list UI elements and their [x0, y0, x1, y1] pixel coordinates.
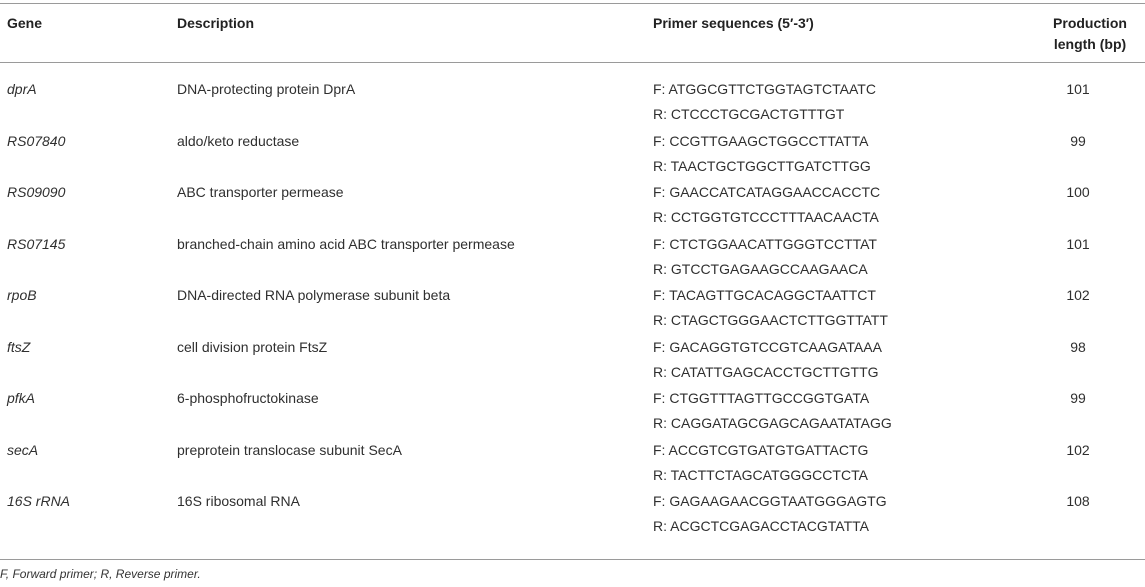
- reverse-primer: R: CCTGGTGTCCCTTTAACAACTA: [653, 209, 879, 225]
- production-length: 99: [1070, 390, 1086, 406]
- gene-description: aldo/keto reductase: [177, 133, 300, 149]
- gene-name: 16S rRNA: [7, 493, 71, 509]
- gene-description: branched-chain amino acid ABC transporte…: [177, 236, 515, 252]
- production-length: 102: [1066, 442, 1090, 458]
- reverse-primer: R: CTAGCTGGGAACTCTTGGTTATT: [653, 312, 888, 328]
- production-length: 100: [1066, 184, 1090, 200]
- table-top-rule: [0, 3, 1145, 4]
- reverse-primer: R: TACTTCTAGCATGGGCCTCTA: [653, 467, 868, 483]
- reverse-primer: R: CTCCCTGCGACTGTTTGT: [653, 106, 845, 122]
- forward-primer: F: GAACCATCATAGGAACCACCTC: [653, 184, 881, 200]
- gene-description: 6-phosphofructokinase: [177, 390, 319, 406]
- gene-description: cell division protein FtsZ: [177, 339, 328, 355]
- reverse-primer: R: TAACTGCTGGCTTGATCTTGG: [653, 158, 871, 174]
- gene-name: dprA: [7, 81, 37, 97]
- header-gene: Gene: [7, 15, 43, 31]
- reverse-primer: R: CAGGATAGCGAGCAGAATATAGG: [653, 415, 892, 431]
- gene-name: rpoB: [7, 287, 37, 303]
- header-production-length-line1: Production: [1053, 15, 1127, 31]
- production-length: 102: [1066, 287, 1090, 303]
- gene-name: RS09090: [7, 184, 66, 200]
- gene-name: secA: [7, 442, 39, 458]
- forward-primer: F: CCGTTGAAGCTGGCCTTATTA: [653, 133, 869, 149]
- gene-description: preprotein translocase subunit SecA: [177, 442, 402, 458]
- table-footnote: F, Forward primer; R, Reverse primer.: [0, 567, 201, 581]
- gene-description: DNA-protecting protein DprA: [177, 81, 356, 97]
- forward-primer: F: ATGGCGTTCTGGTAGTCTAATC: [653, 81, 876, 97]
- production-length: 101: [1066, 81, 1090, 97]
- reverse-primer: R: GTCCTGAGAAGCCAAGAACA: [653, 261, 868, 277]
- reverse-primer: R: CATATTGAGCACCTGCTTGTTG: [653, 364, 879, 380]
- reverse-primer: R: ACGCTCGAGACCTACGTATTA: [653, 518, 869, 534]
- production-length: 101: [1066, 236, 1090, 252]
- header-primer-sequences: Primer sequences (5′-3′): [653, 15, 814, 31]
- production-length: 99: [1070, 133, 1086, 149]
- gene-description: DNA-directed RNA polymerase subunit beta: [177, 287, 451, 303]
- header-description: Description: [177, 15, 255, 31]
- forward-primer: F: GAGAAGAACGGTAATGGGAGTG: [653, 493, 887, 509]
- gene-name: ftsZ: [7, 339, 31, 355]
- forward-primer: F: ACCGTCGTGATGTGATTACTG: [653, 442, 869, 458]
- gene-description: 16S ribosomal RNA: [177, 493, 300, 509]
- gene-name: RS07840: [7, 133, 66, 149]
- production-length: 108: [1066, 493, 1090, 509]
- gene-description: ABC transporter permease: [177, 184, 344, 200]
- forward-primer: F: GACAGGTGTCCGTCAAGATAAA: [653, 339, 882, 355]
- header-production-length-line2: length (bp): [1053, 36, 1127, 52]
- forward-primer: F: CTGGTTTAGTTGCCGGTGATA: [653, 390, 870, 406]
- table-header-rule: [0, 62, 1145, 63]
- gene-name: RS07145: [7, 236, 66, 252]
- production-length: 98: [1070, 339, 1086, 355]
- forward-primer: F: CTCTGGAACATTGGGTCCTTAT: [653, 236, 877, 252]
- forward-primer: F: TACAGTTGCACAGGCTAATTCT: [653, 287, 876, 303]
- gene-name: pfkA: [7, 390, 36, 406]
- table-bottom-rule: [0, 559, 1145, 560]
